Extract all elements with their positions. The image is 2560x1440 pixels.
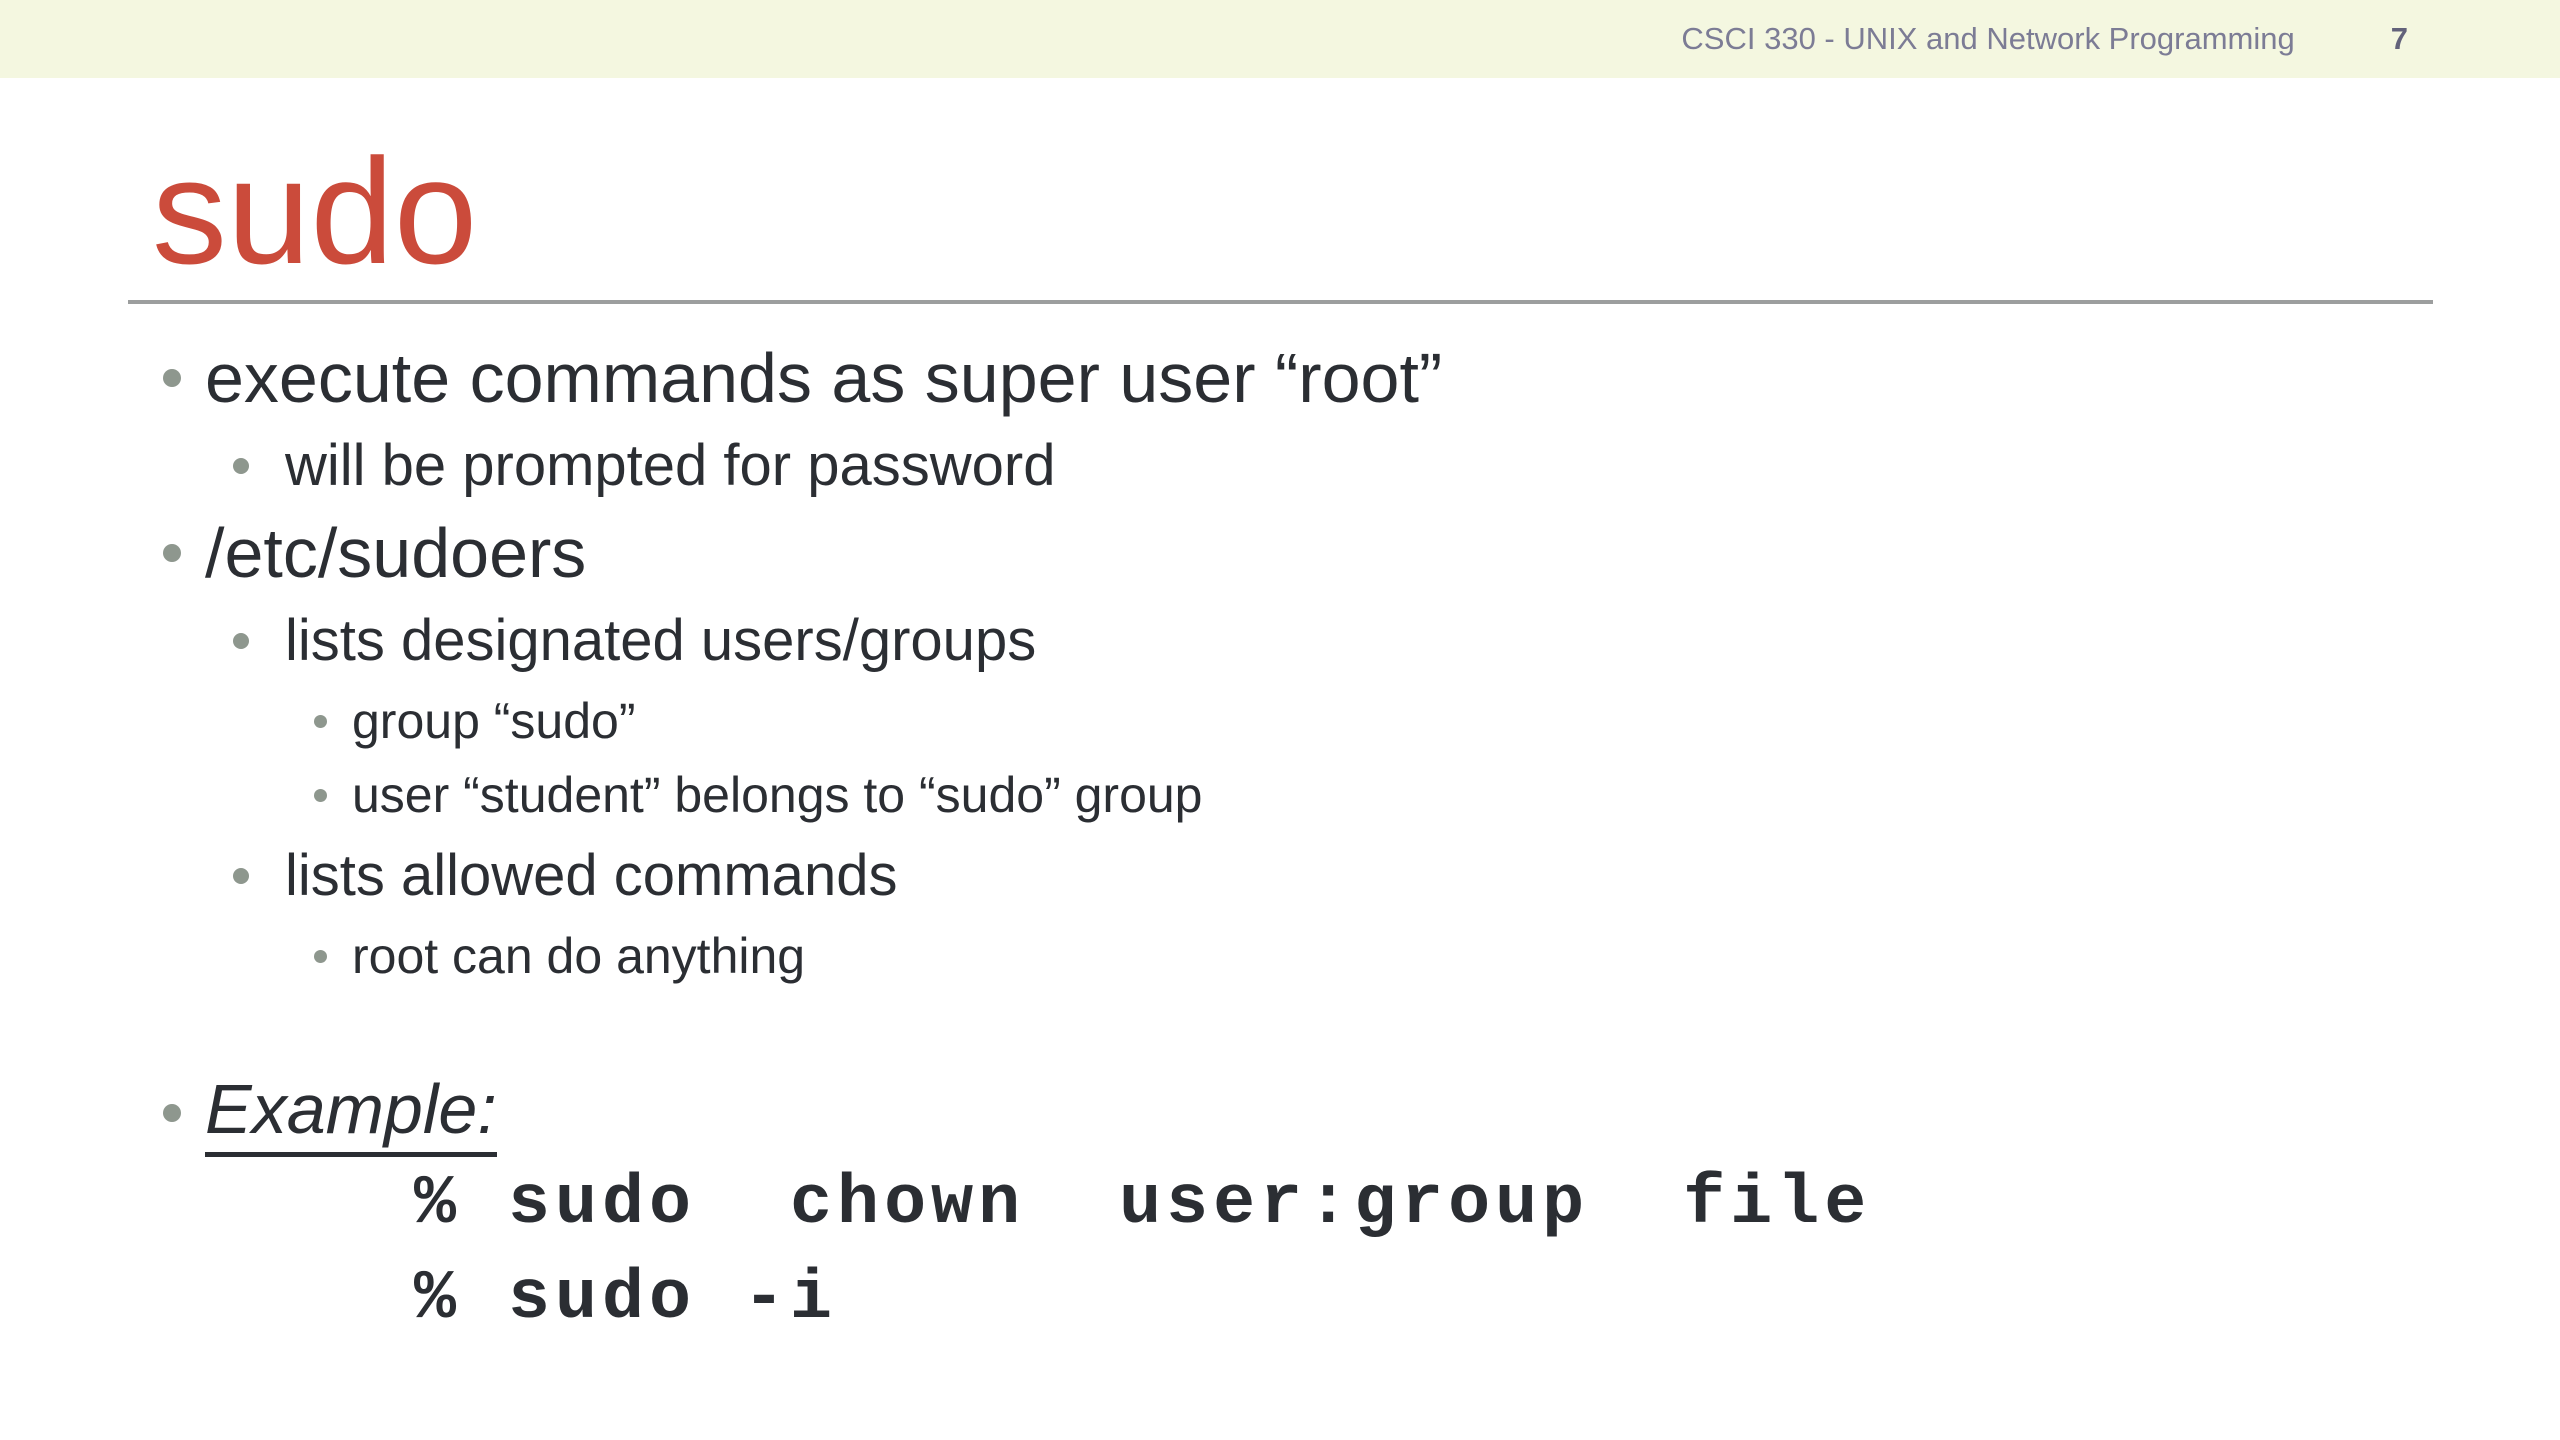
page-number: 7 — [2390, 21, 2408, 56]
bullet-icon — [163, 1104, 181, 1122]
list-item-label: /etc/sudoers — [205, 514, 587, 592]
list-item-label: lists designated users/groups — [285, 608, 1037, 673]
bullet-icon — [233, 632, 249, 649]
code-text: % sudo chown user:group file — [414, 1165, 1872, 1244]
bullet-icon — [233, 457, 249, 474]
list-item: will be prompted for password — [0, 422, 2560, 509]
slide-header: CSCI 330 - UNIX and Network Programming … — [0, 0, 2560, 78]
list-item-example: Example: — [0, 1069, 2560, 1157]
code-line: % sudo -i — [0, 1252, 2560, 1347]
bullet-icon — [163, 544, 181, 562]
bullet-icon — [314, 949, 327, 963]
list-item-label: user “student” belongs to “sudo” group — [352, 767, 1203, 823]
list-item-label: will be prompted for password — [285, 433, 1056, 498]
code-line: % sudo chown user:group file — [0, 1157, 2560, 1252]
list-item: lists allowed commands — [0, 832, 2560, 919]
list-item: lists designated users/groups — [0, 597, 2560, 684]
list-item: group “sudo” — [0, 684, 2560, 758]
list-item-label: group “sudo” — [352, 693, 636, 749]
vertical-spacer — [0, 993, 2560, 1069]
list-item: root can do anything — [0, 919, 2560, 993]
list-item: execute commands as super user “root” — [0, 334, 2560, 422]
course-title: CSCI 330 - UNIX and Network Programming — [1681, 21, 2295, 56]
bullet-icon — [163, 369, 181, 387]
bullet-icon — [233, 867, 249, 884]
bullet-icon — [314, 714, 327, 728]
list-item-label: lists allowed commands — [285, 843, 898, 908]
bullet-icon — [314, 788, 327, 802]
list-item-label: root can do anything — [352, 928, 806, 984]
code-text: % sudo -i — [414, 1260, 838, 1339]
list-item-label: execute commands as super user “root” — [205, 339, 1443, 417]
title-divider — [128, 300, 2433, 304]
list-item-label: Example: — [205, 1069, 497, 1157]
bullet-list: execute commands as super user “root” wi… — [0, 334, 2560, 1347]
slide-title: sudo — [152, 127, 478, 295]
list-item: /etc/sudoers — [0, 509, 2560, 597]
list-item: user “student” belongs to “sudo” group — [0, 758, 2560, 832]
